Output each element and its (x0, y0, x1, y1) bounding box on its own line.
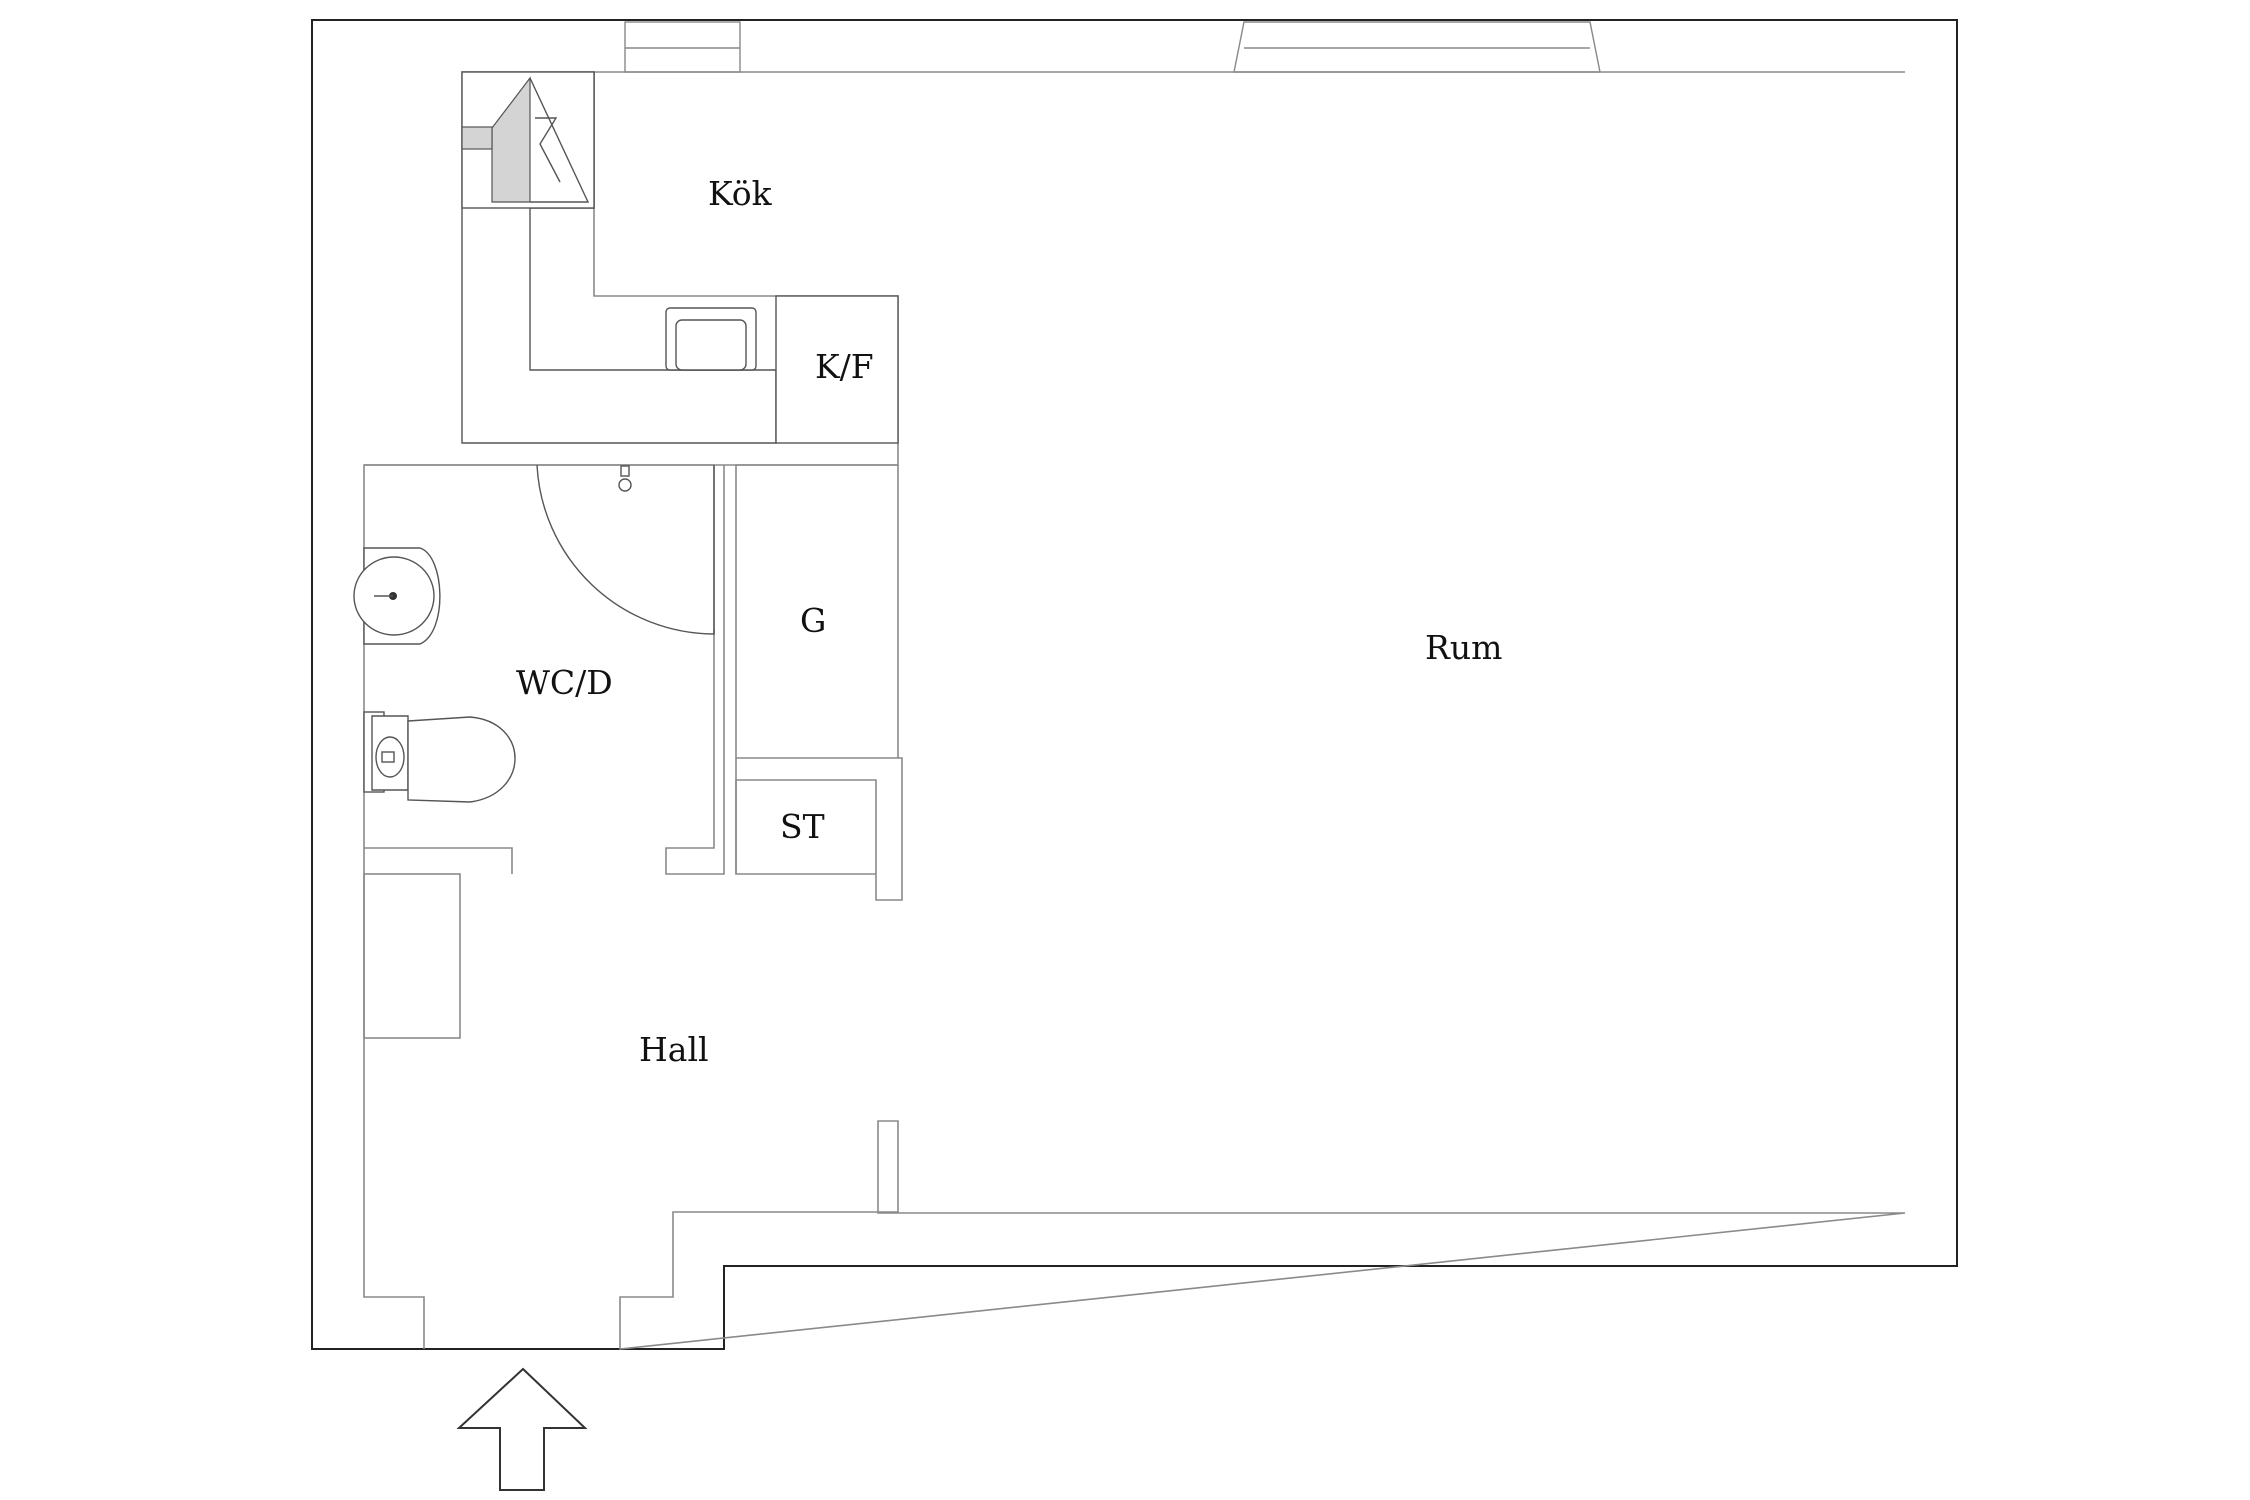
inner-wall (363, 71, 1906, 1350)
washbasin-icon (353, 547, 441, 645)
entrance-arrow-icon (456, 1367, 588, 1491)
outer-wall (311, 19, 1958, 1350)
toilet-icon (363, 711, 516, 803)
wardrobe-closet-walls (735, 464, 903, 901)
hall-cabinet (363, 873, 461, 1039)
shower-icon (536, 464, 715, 635)
kitchen-counter (461, 71, 899, 444)
fridge-freezer-cabinet (775, 295, 899, 444)
room-label-kitchen: Kök (708, 174, 773, 213)
room-label-wardrobe: G (800, 601, 826, 640)
room-label-bathroom: WC/D (516, 663, 613, 702)
room-label-closet: ST (780, 807, 825, 846)
room-label-hall: Hall (639, 1030, 709, 1069)
stove-icon (461, 71, 595, 209)
kitchen-sink-icon (665, 307, 757, 371)
room-label-living-room: Rum (1425, 628, 1502, 667)
windows (624, 21, 1601, 73)
room-label-fridge-freezer: K/F (815, 347, 874, 386)
